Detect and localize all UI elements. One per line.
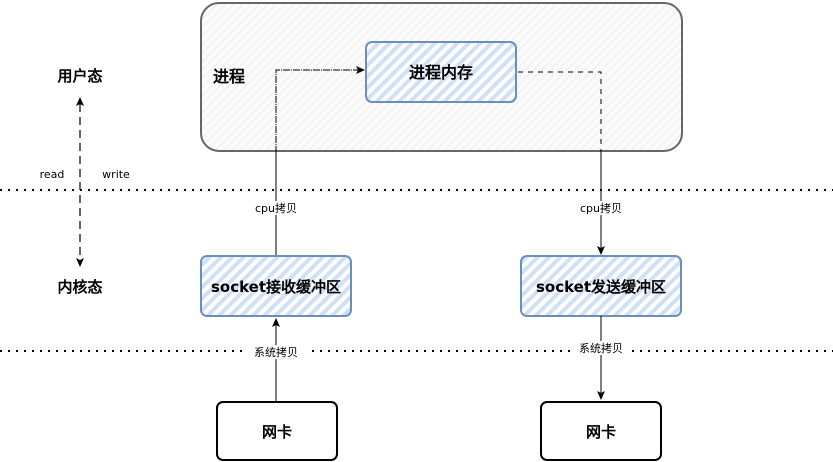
sys-copy-left-bg — [246, 345, 306, 359]
write-label: write — [102, 168, 130, 181]
process-label: 进程 — [213, 67, 245, 86]
memory-to-send-dashed — [518, 71, 602, 152]
cpu-copy-right-bg — [571, 201, 631, 215]
nic-right-box — [540, 401, 662, 461]
sys-copy-left-label: 系统拷贝 — [254, 345, 298, 359]
cpu-copy-left-bg — [246, 201, 306, 215]
cpu-copy-left-label: cpu拷贝 — [255, 201, 297, 215]
read-label: read — [40, 168, 65, 181]
process-memory-box — [365, 41, 517, 103]
nic-left-box — [216, 401, 338, 461]
user-mode-label: 用户态 — [57, 67, 102, 85]
socket-send-buffer-label: socket发送缓冲区 — [536, 278, 666, 296]
socket-recv-buffer-label: socket接收缓冲区 — [211, 278, 341, 296]
sys-copy-right-bg — [571, 341, 631, 355]
cpu-copy-right-label: cpu拷贝 — [580, 201, 622, 215]
recv-to-memory-dashed — [275, 66, 365, 152]
nic-right-label: 网卡 — [586, 423, 616, 441]
kernel-mode-label: 内核态 — [57, 278, 102, 296]
nic-left-label: 网卡 — [262, 423, 292, 441]
process-memory-label: 进程内存 — [409, 63, 473, 82]
sys-copy-right-label: 系统拷贝 — [579, 341, 623, 355]
socket-recv-buffer-box — [200, 255, 352, 317]
